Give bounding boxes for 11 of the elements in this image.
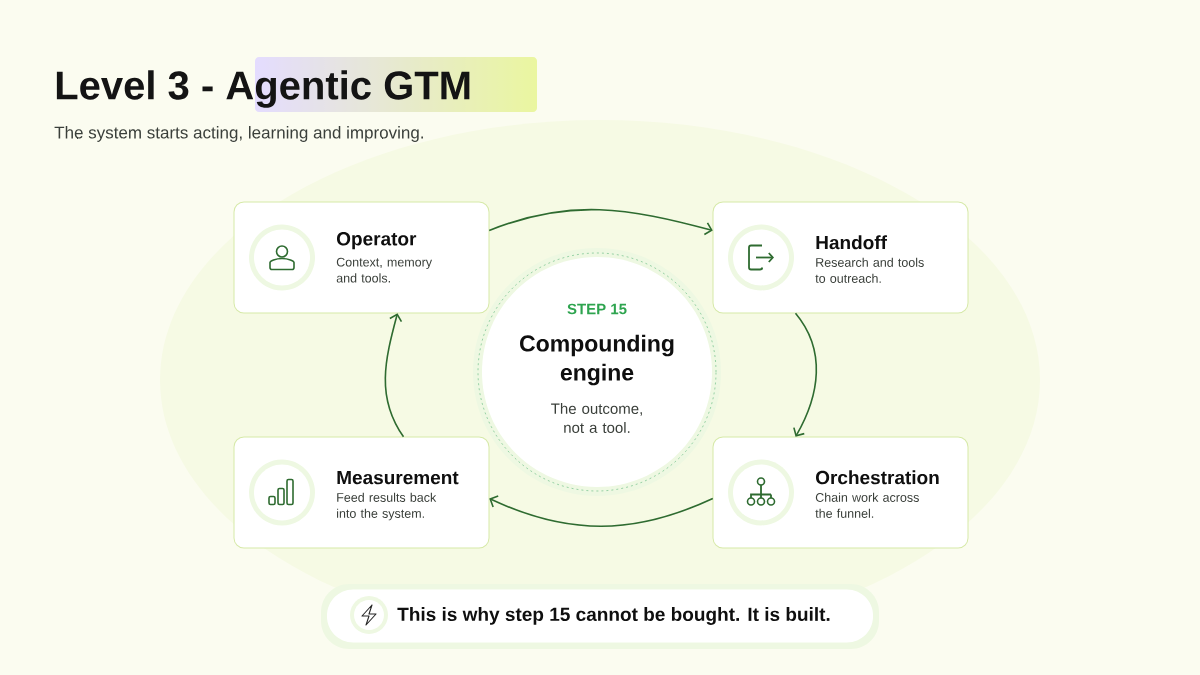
title: Level 3 - Agentic GTM — [56, 70, 470, 108]
callout-banner: This is why step 15 cannot be bought. It is built. — [321, 584, 879, 649]
arrow — [488, 208, 713, 236]
process-card: Handoff Research and tools to outreach. — [712, 201, 969, 314]
arrow — [489, 495, 714, 528]
subtitle: The system starts acting, learning and improving. — [54, 126, 423, 142]
arrow — [384, 313, 405, 438]
process-card: Measurement Feed results back into the system. — [233, 436, 490, 549]
process-card: Orchestration Chain work across the funnel. — [712, 436, 969, 549]
process-card: Operator Context, memory and tools. — [233, 201, 490, 314]
arrow — [793, 312, 818, 437]
